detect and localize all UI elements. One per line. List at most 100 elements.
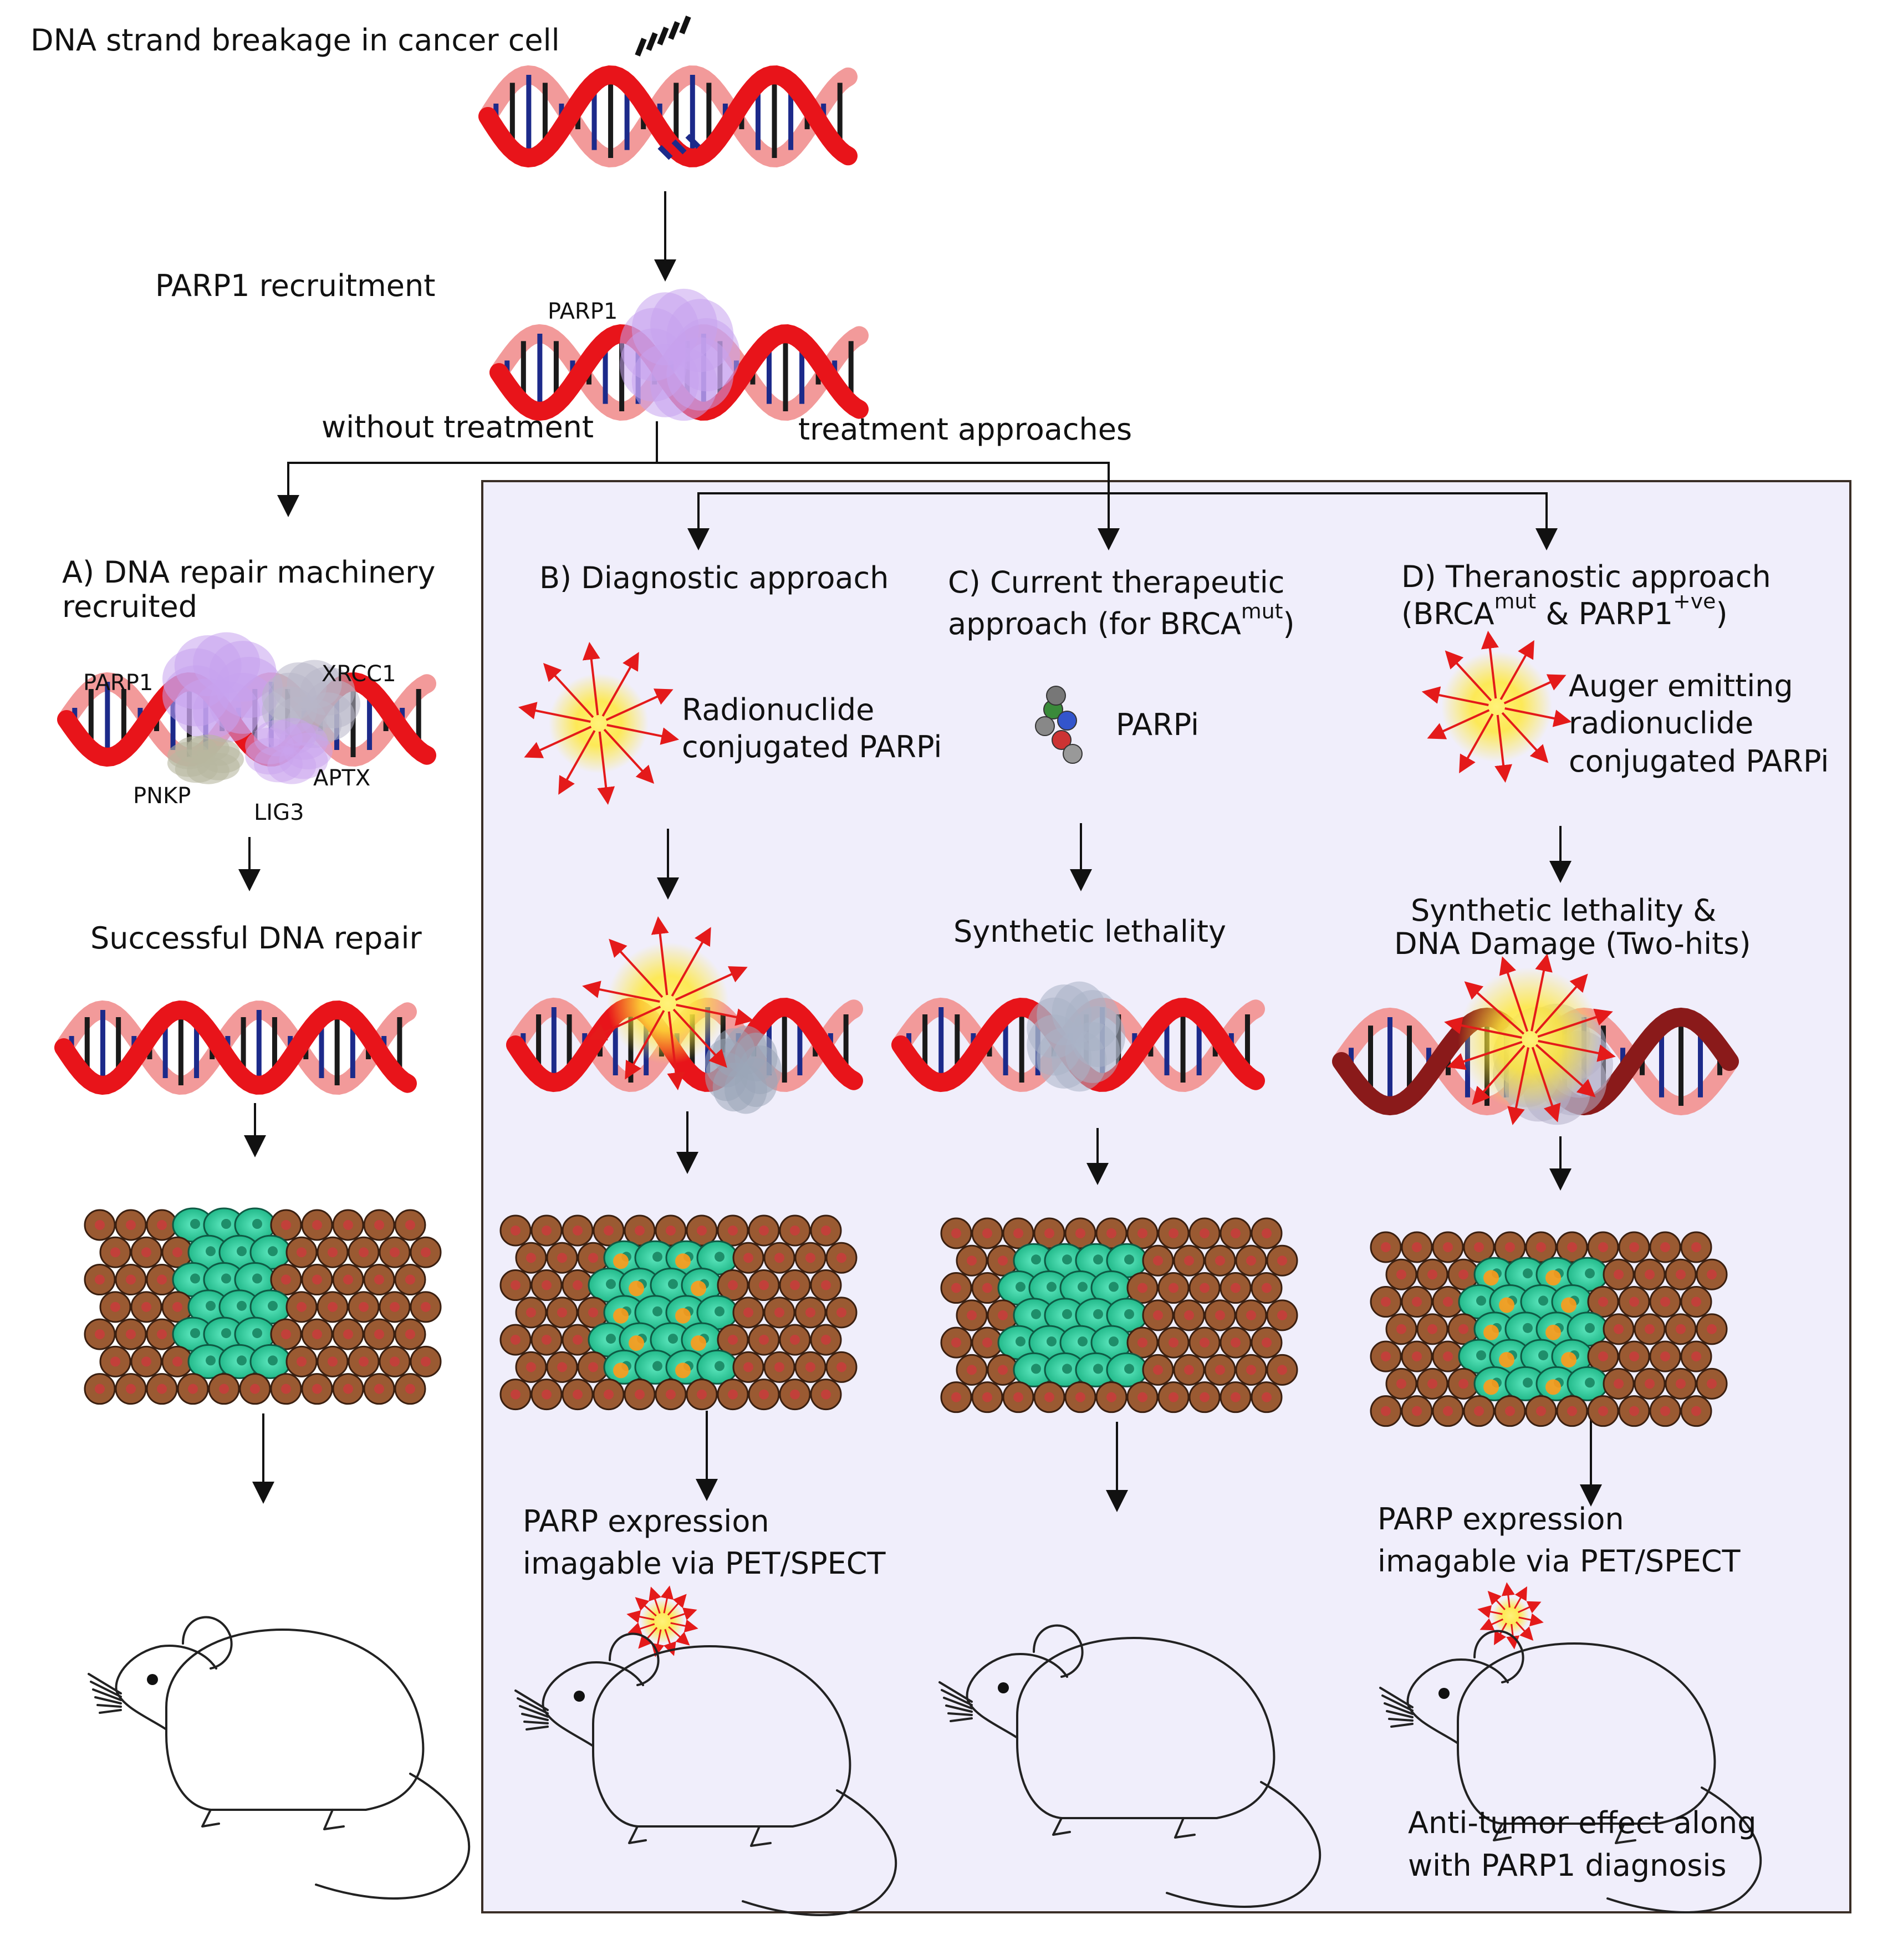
tumor-nucleus [237,1246,247,1257]
dna-panel-a-repaired [54,1000,417,1095]
tumor-nucleus [1031,1364,1041,1374]
cell-nucleus [759,1389,769,1400]
radiation-ray [635,1597,657,1617]
cell-nucleus [774,1362,784,1372]
cell-nucleus [743,1362,753,1372]
tissue-panel-a [84,1207,442,1405]
cell-nucleus [126,1220,136,1230]
cell-nucleus [1458,1269,1468,1280]
cell-nucleus [821,1280,831,1290]
cell-nucleus [1231,1392,1241,1402]
tumor-nucleus [1062,1364,1072,1374]
panel-a-title-2: recruited [62,589,198,624]
cell-nucleus [1246,1365,1256,1375]
protein-label-parp1: PARP1 [83,670,154,696]
cell-nucleus [1044,1228,1054,1238]
cell-nucleus [1246,1310,1256,1320]
cell-nucleus [511,1335,521,1345]
cell-nucleus [1691,1242,1701,1252]
cell-nucleus [998,1310,1008,1320]
mouse-head [966,1653,1068,1739]
mouse-eye [998,1682,1009,1693]
broken-base [657,145,673,160]
radiation-ray [597,731,615,805]
panel-d-agent-1: Auger emitting [1569,668,1793,703]
cell-nucleus [1536,1242,1546,1252]
tissue-panel-c [940,1217,1298,1413]
cell-nucleus [95,1329,105,1340]
broken-base [635,38,647,57]
mouse-ear [182,1616,233,1670]
cell-nucleus [511,1226,521,1236]
broken-base [668,21,680,40]
radiation-ray [649,1586,662,1614]
cell-nucleus [172,1356,182,1367]
cell-nucleus [821,1389,831,1400]
damaged-cell-marker [1545,1324,1561,1340]
cell-nucleus [836,1362,846,1372]
radiotracer-burst-b-dna [582,916,754,1090]
top-title: DNA strand breakage in cancer cell [30,23,560,58]
cell-nucleus [95,1274,105,1285]
glow [640,1599,685,1643]
parp1-protein-a [162,632,283,743]
protein-label-pnkp: PNKP [133,783,191,809]
cell-nucleus [1614,1269,1624,1280]
mouse-body [592,1645,851,1828]
cell-nucleus [951,1392,961,1402]
cell-nucleus [542,1335,552,1345]
cell-nucleus [1443,1297,1453,1307]
cell-nucleus [1691,1297,1701,1307]
broken-base [685,134,701,149]
cell-nucleus [421,1301,431,1312]
cell-nucleus [1044,1392,1054,1402]
cell-nucleus [421,1356,431,1367]
damaged-cell-marker [613,1253,629,1269]
cell-nucleus [1169,1228,1178,1238]
cell-nucleus [1169,1283,1178,1293]
radiation-ray [1537,1008,1613,1038]
tumor-nucleus [268,1300,278,1311]
cell-nucleus [1629,1406,1639,1416]
dna-front-strand [478,65,858,168]
broken-base [657,27,669,45]
damaged-cell-marker [1499,1352,1514,1368]
cell-nucleus [1184,1365,1194,1375]
damaged-cell-marker [1561,1352,1577,1368]
cell-nucleus [790,1389,800,1400]
cell-nucleus [1184,1310,1194,1320]
radiation-ray [1499,956,1529,1032]
cell-nucleus [1458,1379,1468,1389]
damaged-cell-marker [675,1253,691,1269]
cell-nucleus [1598,1406,1608,1416]
radiation-ray [667,1011,685,1090]
cell-nucleus [1427,1269,1437,1280]
cell-nucleus [359,1247,369,1258]
tumor-nucleus [1124,1254,1134,1265]
cell-nucleus [421,1247,431,1258]
tumor-nucleus [1585,1377,1595,1388]
cell-nucleus [1691,1406,1701,1416]
cell-nucleus [805,1253,815,1263]
cell-nucleus [157,1329,167,1340]
radiation-ray [543,662,594,718]
radiation-ray [1507,1047,1529,1125]
damaged-cell-marker [613,1308,629,1324]
cell-nucleus [998,1255,1008,1266]
cell-nucleus [982,1283,992,1293]
cell-nucleus [1013,1392,1023,1402]
radiation-ray [1499,640,1534,700]
arrow-treatment [657,462,1120,550]
tumor-nucleus [1538,1350,1548,1361]
tumor-nucleus [606,1279,616,1289]
mouse-whisker [1386,1710,1414,1718]
radiation-ray [1447,1040,1523,1070]
cell-nucleus [1645,1269,1655,1280]
radiation-ray [558,730,596,795]
cell-nucleus [1262,1392,1272,1402]
cell-nucleus [1660,1297,1670,1307]
tumor-nucleus [1585,1268,1595,1279]
cell-nucleus [1153,1365,1163,1375]
mouse-whisker [517,1697,549,1714]
